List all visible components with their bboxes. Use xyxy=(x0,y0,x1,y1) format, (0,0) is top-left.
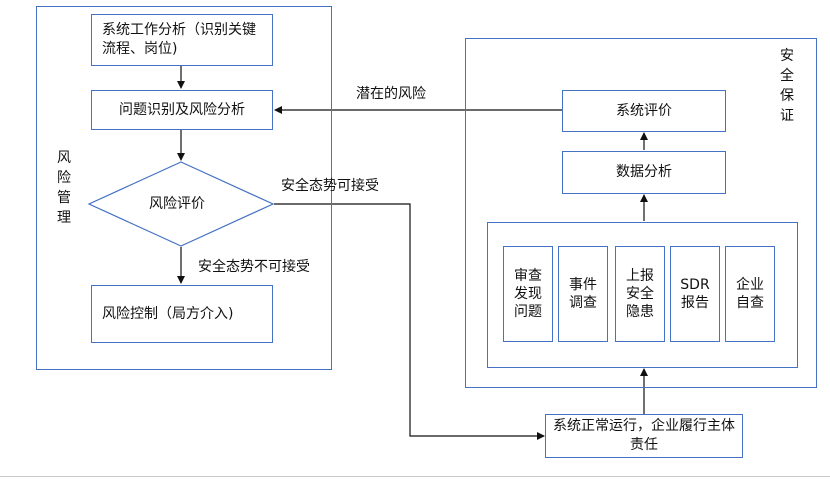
source-audit-findings-box: 审查 发现 问题 xyxy=(503,246,553,342)
source-sdr-report-box: SDR 报告 xyxy=(670,246,720,342)
system-work-analysis-box: 系统工作分析（识别关键流程、岗位) xyxy=(91,14,273,66)
risk-control-text: 风险控制（局方介入) xyxy=(102,305,234,322)
source-hazard-report-text: 上报 安全 隐患 xyxy=(626,268,654,320)
bottom-divider xyxy=(0,476,830,477)
acceptable-label: 安全态势可接受 xyxy=(281,178,379,194)
source-incident-investigation-text: 事件 调查 xyxy=(569,277,597,311)
normal-operation-box: 系统正常运行，企业履行主体责任 xyxy=(545,414,743,458)
data-analysis-text: 数据分析 xyxy=(616,164,672,180)
not-acceptable-label: 安全态势不可接受 xyxy=(198,259,310,275)
risk-management-panel xyxy=(36,6,332,370)
source-audit-findings-text: 审查 发现 问题 xyxy=(514,268,542,320)
data-analysis-box: 数据分析 xyxy=(562,151,726,194)
source-self-inspection-box: 企业 自查 xyxy=(725,246,775,342)
source-incident-investigation-box: 事件 调查 xyxy=(558,246,608,342)
normal-operation-text: 系统正常运行，企业履行主体责任 xyxy=(553,418,735,453)
system-work-analysis-text: 系统工作分析（识别关键流程、岗位) xyxy=(102,22,256,57)
risk-management-label: 风 险 管 理 xyxy=(57,150,71,226)
problem-identification-text: 问题识别及风险分析 xyxy=(119,101,245,118)
system-evaluation-box: 系统评价 xyxy=(562,90,726,132)
data-sources-container xyxy=(487,222,798,368)
decision-diamond xyxy=(87,161,275,247)
system-evaluation-text: 系统评价 xyxy=(616,102,672,119)
potential-risk-label: 潜在的风险 xyxy=(356,86,426,102)
source-sdr-report-text: SDR 报告 xyxy=(680,277,710,311)
problem-identification-box: 问题识别及风险分析 xyxy=(91,90,273,130)
risk-evaluation-text: 风险评价 xyxy=(149,196,205,212)
safety-assurance-panel xyxy=(465,38,817,388)
risk-control-box: 风险控制（局方介入) xyxy=(91,285,273,343)
source-hazard-report-box: 上报 安全 隐患 xyxy=(615,246,665,342)
arrow-acceptable-to-normal-operation xyxy=(274,203,545,440)
safety-assurance-label: 安 全 保 证 xyxy=(780,48,794,124)
source-self-inspection-text: 企业 自查 xyxy=(736,277,764,311)
